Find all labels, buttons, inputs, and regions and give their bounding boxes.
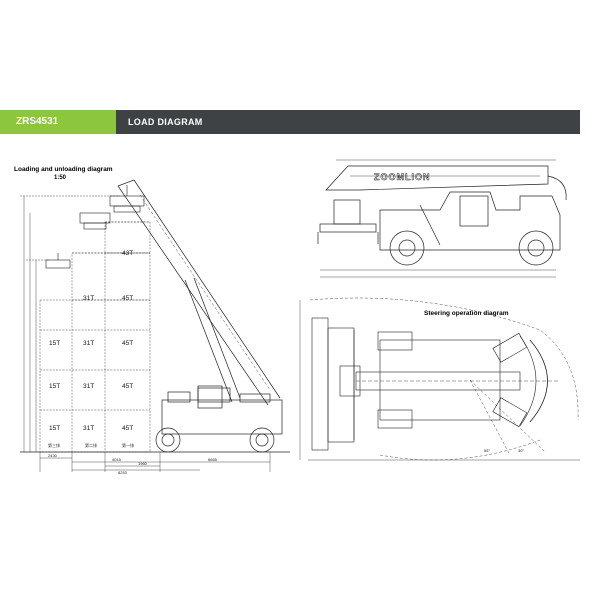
steering-view: 55° 30° xyxy=(299,297,580,461)
dim-label: 2430 xyxy=(48,453,58,458)
dim-label: 1960 xyxy=(138,461,148,466)
reach-stacker-raised xyxy=(117,179,283,453)
ton-label: 15T xyxy=(49,340,60,347)
steering-diagram-title: Steering operation diagram xyxy=(424,310,509,317)
header-title: LOAD DIAGRAM xyxy=(128,117,203,127)
ton-label: 15T xyxy=(49,383,60,390)
model-tab: ZRS4531 xyxy=(0,110,116,134)
left-diagram-title: Loading and unloading diagram xyxy=(14,166,113,173)
ton-label: 15T xyxy=(49,425,60,432)
ton-label: 45T xyxy=(122,383,133,390)
bottom-dimension-lines xyxy=(39,452,271,472)
dim-label: 8253 xyxy=(118,470,128,475)
model-name: ZRS4531 xyxy=(16,116,59,127)
ton-label: 31T xyxy=(83,425,94,432)
angle-label: 30° xyxy=(518,448,524,453)
ton-label: 45T xyxy=(122,295,133,302)
boom-brand: ZOOMLION xyxy=(374,172,431,182)
row-label: 第三排 xyxy=(48,442,60,448)
header-bar: ZRS4531 LOAD DIAGRAM xyxy=(0,110,580,134)
ton-label: 45T xyxy=(122,340,133,347)
left-diagram-scale: 1:50 xyxy=(54,175,67,181)
angle-label: 55° xyxy=(484,448,490,453)
container-stacks: 43T 45T 45T 45T 45T 31T 31T 31T 31T 15T … xyxy=(20,221,290,453)
ton-label: 45T xyxy=(122,425,133,432)
ton-label: 31T xyxy=(83,383,94,390)
ton-label: 31T xyxy=(83,295,94,302)
spreader-positions xyxy=(45,185,145,269)
dim-label: 6665 xyxy=(208,457,218,462)
side-view: ZOOMLION xyxy=(317,159,567,278)
left-dimension-lines xyxy=(20,195,120,452)
row-label: 第二排 xyxy=(85,442,97,448)
ton-label: 31T xyxy=(83,340,94,347)
dim-label: 4015 xyxy=(112,457,122,462)
ton-label: 43T xyxy=(122,250,133,257)
row-label: 第一排 xyxy=(122,442,134,448)
